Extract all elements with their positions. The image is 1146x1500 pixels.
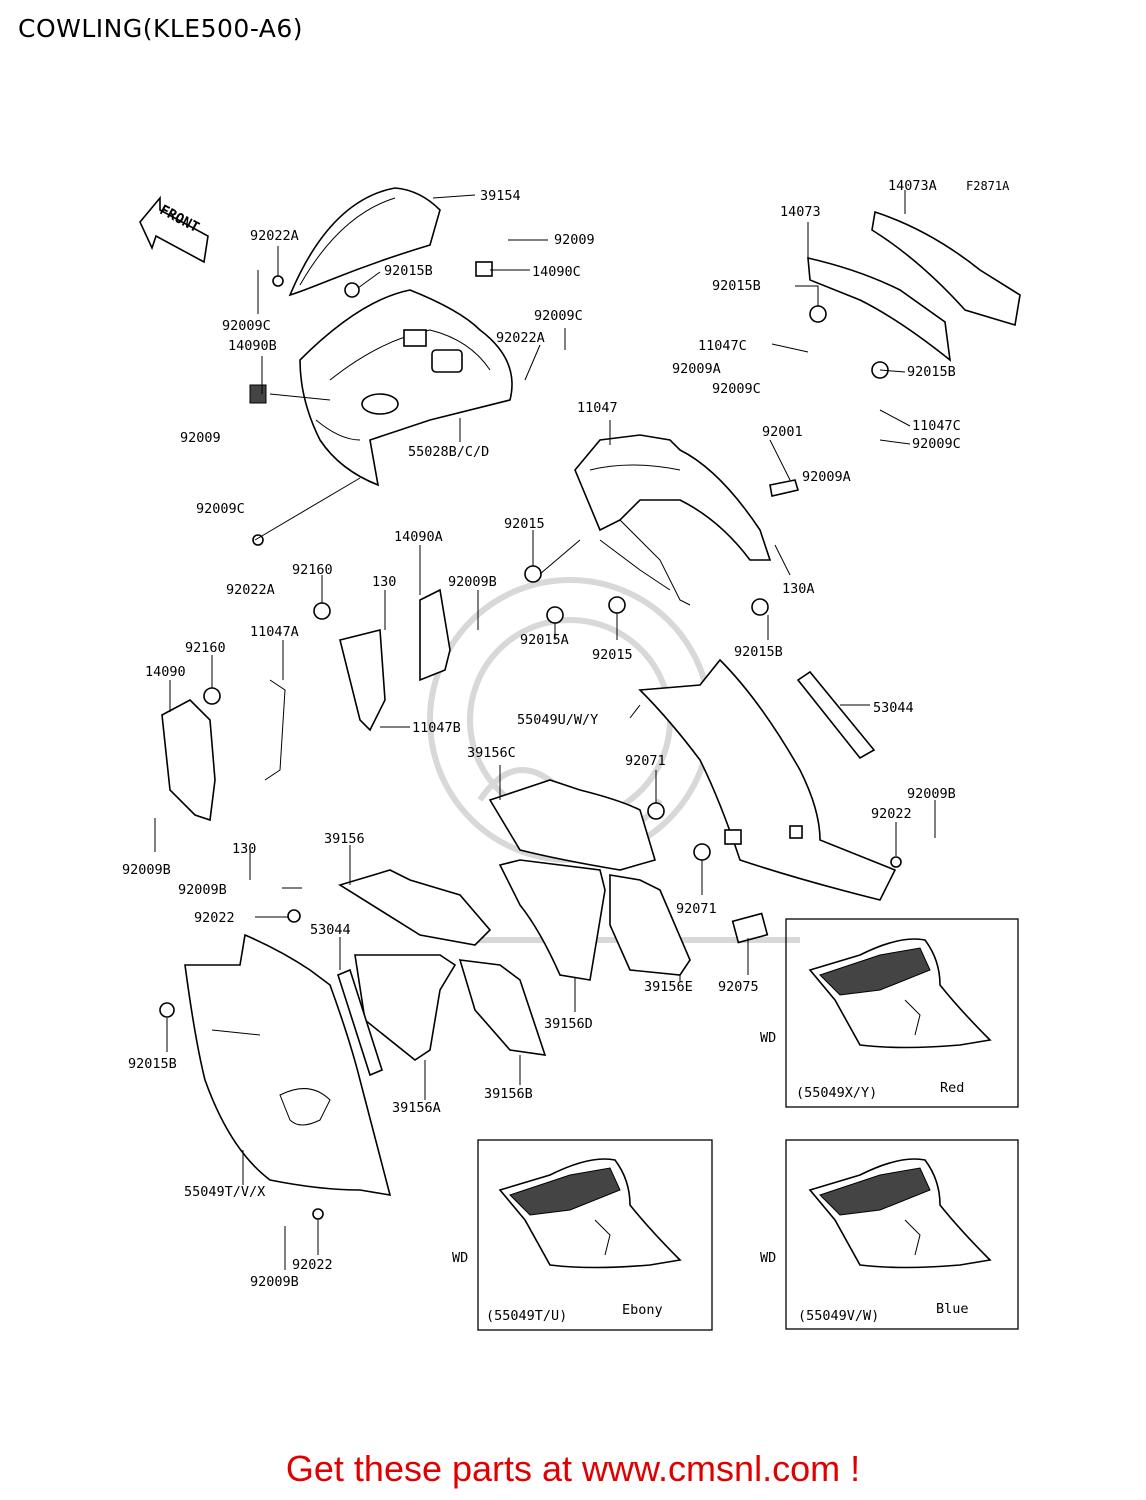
inset-red: WD (55049X/Y) Red xyxy=(760,918,1019,1108)
label-39156E: 39156E xyxy=(644,979,693,995)
panels-39156 xyxy=(337,670,876,1077)
leader-lines xyxy=(154,190,936,1270)
lower-cowl-55049TVX xyxy=(184,933,392,1196)
air-duct-14073 xyxy=(807,210,1021,362)
label-92009B: 92009B xyxy=(250,1274,299,1290)
label-39156D: 39156D xyxy=(544,1016,593,1032)
label-92015: 92015 xyxy=(592,647,633,663)
label-92009C: 92009C xyxy=(912,436,961,452)
label-92009: 92009 xyxy=(554,232,595,248)
inset-ebony-part: (55049T/U) xyxy=(486,1308,567,1324)
label-92022A: 92022A xyxy=(496,330,545,346)
label-130: 130 xyxy=(232,841,256,857)
label-92022: 92022 xyxy=(194,910,235,926)
inset-ebony-color: Ebony xyxy=(622,1302,663,1318)
page-title: COWLING(KLE500-A6) xyxy=(18,14,304,43)
label-130: 130 xyxy=(372,574,396,590)
label-92015B: 92015B xyxy=(384,263,433,279)
label-92009A: 92009A xyxy=(802,469,851,485)
label-39154: 39154 xyxy=(480,188,521,204)
label-11047: 11047 xyxy=(577,400,618,416)
label-14090B: 14090B xyxy=(228,338,277,354)
label-92022: 92022 xyxy=(292,1257,333,1273)
label-11047C: 11047C xyxy=(698,338,747,354)
inner-cover-14090 xyxy=(161,679,286,822)
inset-blue-part: (55049V/W) xyxy=(798,1308,879,1324)
inset-red-part: (55049X/Y) xyxy=(796,1085,877,1101)
inset-blue-wd: WD xyxy=(760,1250,776,1266)
side-cowl-55049UWY xyxy=(638,658,897,901)
inset-red-color: Red xyxy=(940,1080,964,1096)
label-92015B: 92015B xyxy=(907,364,956,380)
label-14090: 14090 xyxy=(145,664,186,680)
part-labels: 39154 92022A 92009 92015B 14090C 92009C … xyxy=(122,178,961,1290)
label-92009B: 92009B xyxy=(448,574,497,590)
label-39156: 39156 xyxy=(324,831,365,847)
label-130A: 130A xyxy=(782,581,815,597)
label-53044: 53044 xyxy=(310,922,351,938)
label-92009C: 92009C xyxy=(222,318,271,334)
inset-red-wd: WD xyxy=(760,1030,776,1046)
windshield-39154 xyxy=(288,187,441,297)
label-92009B: 92009B xyxy=(907,786,956,802)
label-53044: 53044 xyxy=(873,700,914,716)
label-92160: 92160 xyxy=(292,562,333,578)
label-55049UWY: 55049U/W/Y xyxy=(517,712,598,728)
label-39156A: 39156A xyxy=(392,1100,441,1116)
figure-ref: F2871A xyxy=(966,179,1010,193)
label-92160: 92160 xyxy=(185,640,226,656)
label-92071: 92071 xyxy=(676,901,717,917)
label-92015B: 92015B xyxy=(712,278,761,294)
hardware xyxy=(159,261,902,1220)
label-92001: 92001 xyxy=(762,424,803,440)
front-arrow-icon: FRONT xyxy=(139,195,209,264)
inset-ebony-wd: WD xyxy=(452,1250,468,1266)
label-92015B: 92015B xyxy=(128,1056,177,1072)
label-92009A: 92009A xyxy=(672,361,721,377)
label-39156C: 39156C xyxy=(467,745,516,761)
label-14090A: 14090A xyxy=(394,529,443,545)
label-39156B: 39156B xyxy=(484,1086,533,1102)
label-55028: 55028B/C/D xyxy=(408,444,489,460)
label-92015: 92015 xyxy=(504,516,545,532)
inset-blue: WD (55049V/W) Blue xyxy=(760,1139,1019,1330)
label-92071: 92071 xyxy=(625,753,666,769)
label-92009C: 92009C xyxy=(534,308,583,324)
inset-blue-color: Blue xyxy=(936,1301,969,1317)
label-14090C: 14090C xyxy=(532,264,581,280)
label-11047B: 11047B xyxy=(412,720,461,736)
label-92022: 92022 xyxy=(871,806,912,822)
inset-ebony: WD (55049T/U) Ebony xyxy=(452,1139,713,1331)
label-14073A: 14073A xyxy=(888,178,937,194)
label-55049TVX: 55049T/V/X xyxy=(184,1184,265,1200)
label-92009: 92009 xyxy=(180,430,221,446)
cowl-stay-11047 xyxy=(574,434,772,606)
label-92022A: 92022A xyxy=(226,582,275,598)
label-92075: 92075 xyxy=(718,979,759,995)
label-11047A: 11047A xyxy=(250,624,299,640)
label-92009C: 92009C xyxy=(196,501,245,517)
label-92015A: 92015A xyxy=(520,632,569,648)
bracket-14090A xyxy=(339,588,451,732)
label-92015B: 92015B xyxy=(734,644,783,660)
upper-cowl-55028 xyxy=(299,289,513,487)
label-92009B: 92009B xyxy=(122,862,171,878)
label-14073: 14073 xyxy=(780,204,821,220)
label-92009B: 92009B xyxy=(178,882,227,898)
footer-link-text[interactable]: Get these parts at www.cmsnl.com ! xyxy=(285,1448,861,1489)
label-11047C: 11047C xyxy=(912,418,961,434)
label-92009C: 92009C xyxy=(712,381,761,397)
label-92022A: 92022A xyxy=(250,228,299,244)
